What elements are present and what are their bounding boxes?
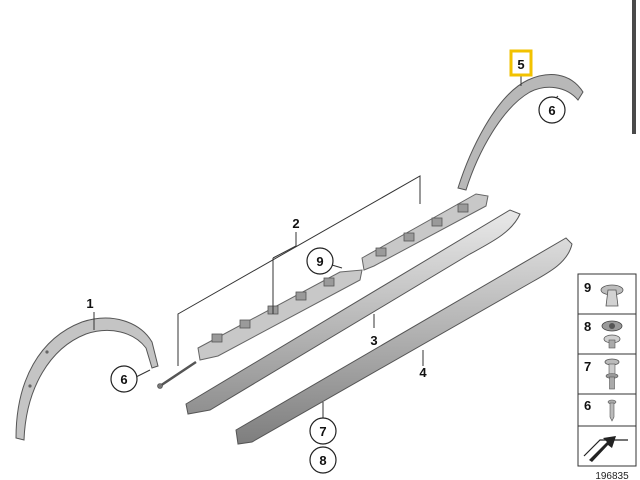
callout-7: 7: [319, 424, 326, 439]
callout-1: 1: [86, 296, 93, 311]
circle-callout-9: 9: [306, 247, 334, 275]
brackets-group[interactable]: [157, 193, 489, 389]
rear-wheel-arch-trim[interactable]: [457, 74, 584, 191]
callout-3: 3: [370, 333, 377, 348]
legend-label-7: 7: [584, 359, 591, 374]
catalog-number: 196835: [595, 471, 629, 480]
screw-6-icon: [607, 399, 617, 422]
side-sill-cover[interactable]: [185, 209, 521, 415]
fastener-legend: 9 8 7 6: [577, 273, 637, 467]
circle-callout-6-rear: 6: [538, 96, 566, 124]
callout-6-rear: 6: [548, 103, 555, 118]
callout-5: 5: [517, 57, 524, 72]
circle-callout-7: 7: [309, 417, 337, 445]
front-wheel-arch-trim[interactable]: [15, 317, 159, 441]
callout-4: 4: [419, 365, 427, 380]
legend-label-9: 9: [584, 280, 591, 295]
callout-8: 8: [319, 453, 326, 468]
callout-9: 9: [316, 254, 323, 269]
circle-callout-6-front: 6: [110, 365, 138, 393]
side-sill-panel[interactable]: [235, 237, 573, 445]
clip-9-icon: [600, 284, 624, 307]
scrollbar[interactable]: [632, 0, 636, 134]
callout-2: 2: [292, 216, 299, 231]
clip-8-icon: [601, 320, 623, 349]
legend-label-8: 8: [584, 319, 591, 334]
callout-6-front: 6: [120, 372, 127, 387]
circle-callout-8: 8: [309, 446, 337, 474]
screw-7-icon: [604, 358, 620, 390]
callout-5-highlighted[interactable]: 5: [509, 49, 533, 77]
orientation-arrow-icon: [583, 436, 628, 462]
legend-label-6: 6: [584, 398, 591, 413]
